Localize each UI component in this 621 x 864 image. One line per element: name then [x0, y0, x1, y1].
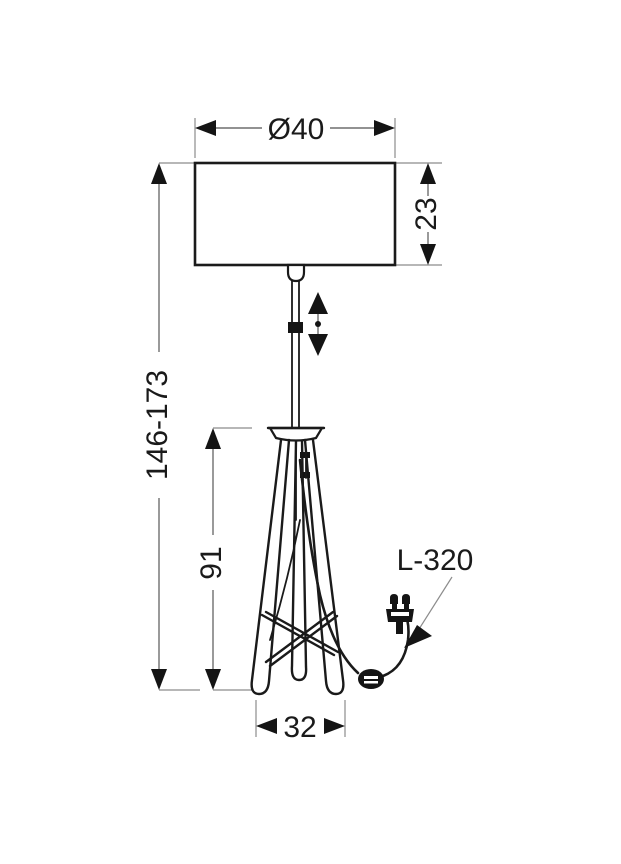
base-width-label: 32 — [283, 711, 316, 744]
telescopic-adjust-arrow — [308, 292, 328, 356]
cord-length-label: L-320 — [397, 544, 474, 577]
dimension-shade-diameter: Ø40 — [195, 113, 395, 146]
cord-length-callout: L-320 — [397, 544, 474, 648]
dimension-total-height: 146-173 — [141, 163, 174, 690]
tripod-base — [250, 426, 345, 696]
dimension-tripod-height: 91 — [195, 428, 228, 690]
dimension-base-width: 32 — [256, 711, 345, 744]
shade-height-label: 23 — [410, 197, 443, 230]
inline-foot-switch — [358, 669, 384, 689]
bulb-socket-cap — [286, 263, 306, 283]
lamp-shade — [193, 161, 397, 267]
telescopic-pole — [288, 280, 303, 431]
dimension-shade-height: 23 — [410, 163, 443, 265]
shade-diameter-label: Ø40 — [268, 113, 325, 146]
extension-lines — [159, 118, 442, 737]
power-plug — [386, 594, 414, 634]
total-height-label: 146-173 — [141, 370, 174, 480]
tripod-height-label: 91 — [195, 546, 228, 579]
